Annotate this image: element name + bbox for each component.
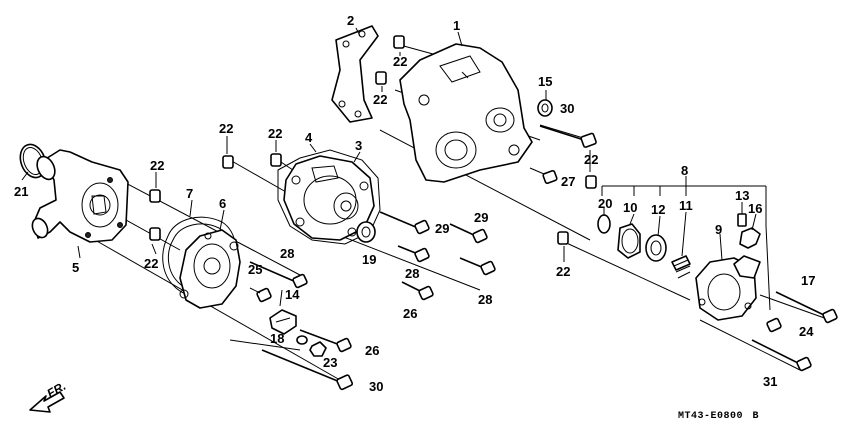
callout-3: 3	[355, 138, 362, 153]
bolt-29-b	[449, 223, 488, 244]
callout-22-e: 22	[150, 158, 164, 173]
group-bracket-8	[601, 176, 771, 311]
callout-29-a: 29	[474, 210, 488, 225]
bolt-28-left	[249, 261, 308, 289]
grommet-15	[537, 99, 553, 117]
callout-22-b: 22	[373, 92, 387, 107]
diagram-code-main: MT43-E0800	[678, 411, 743, 422]
washer-18	[296, 335, 308, 345]
front-label: FR.	[45, 379, 69, 401]
dowel-pin-22-g	[585, 175, 597, 189]
callout-22-a: 22	[393, 54, 407, 69]
callout-28-b: 28	[405, 266, 419, 281]
callout-11: 11	[679, 198, 693, 213]
bolt-27	[529, 167, 558, 184]
dowel-pin-22-a	[149, 189, 161, 203]
dowel-pin-22-b	[149, 227, 161, 241]
dowel-pin-22-c	[222, 155, 234, 169]
callout-22-c: 22	[219, 121, 233, 136]
water-pump-body-3	[283, 155, 375, 241]
callout-26-a: 26	[365, 343, 379, 358]
callout-18: 18	[270, 331, 284, 346]
bolt-30-lower	[261, 349, 354, 391]
callout-19: 19	[362, 252, 376, 267]
bolt-28-mid	[397, 245, 430, 263]
callout-9: 9	[715, 222, 722, 237]
bolt-30-upper	[539, 125, 597, 148]
callout-13: 13	[735, 188, 749, 203]
callout-26-b: 26	[403, 306, 417, 321]
bracket-14	[269, 309, 297, 335]
callout-28-a: 28	[280, 246, 294, 261]
callout-22-d: 22	[268, 126, 282, 141]
dowel-pin-22-d	[270, 153, 282, 167]
callout-16: 16	[748, 201, 762, 216]
seal-12	[645, 234, 667, 262]
callout-22-f: 22	[144, 256, 158, 271]
callout-25: 25	[248, 262, 262, 277]
callout-20: 20	[598, 196, 612, 211]
bolt-28-right	[459, 257, 496, 276]
callout-29-b: 29	[435, 221, 449, 236]
callout-10: 10	[623, 200, 637, 215]
main-housing-1	[399, 43, 533, 183]
dowel-pin-22-f	[375, 71, 387, 85]
callout-4: 4	[305, 130, 313, 145]
callout-28-c: 28	[478, 292, 492, 307]
gasket-4	[277, 149, 381, 245]
callout-15: 15	[538, 74, 552, 89]
nut-23	[309, 341, 327, 357]
callout-21: 21	[14, 184, 28, 199]
leader-lines	[21, 27, 757, 307]
callout-22-h: 22	[556, 264, 570, 279]
pump-cover-6	[179, 229, 241, 309]
callout-14: 14	[285, 287, 300, 302]
gasket-plate-2	[331, 25, 379, 123]
callout-12: 12	[651, 202, 665, 217]
water-outlet-housing-5	[31, 149, 129, 243]
front-arrow-icon	[29, 391, 65, 413]
callout-22-g: 22	[584, 152, 598, 167]
seal-19	[356, 221, 376, 243]
callout-23: 23	[323, 355, 337, 370]
callout-1: 1	[453, 18, 460, 33]
front-direction-indicator: FR.	[29, 379, 69, 413]
bolt-26-mid	[401, 281, 434, 301]
dowel-pin-22-h	[557, 231, 569, 245]
callout-5: 5	[72, 260, 79, 275]
callout-6: 6	[219, 196, 226, 211]
housing-9	[695, 255, 761, 321]
bolt-17	[775, 291, 838, 324]
callout-30-b: 30	[369, 379, 383, 394]
callout-24: 24	[799, 324, 814, 339]
bolt-25	[249, 287, 272, 303]
callout-7: 7	[186, 186, 193, 201]
callout-8: 8	[681, 163, 688, 178]
callout-17: 17	[801, 273, 815, 288]
bolt-24	[766, 317, 782, 333]
callout-labels: 1 2 3 4 5 6 7 8 9 10 11 12 13 14 15 16 1…	[14, 13, 815, 394]
bearing-10	[617, 223, 641, 259]
callout-31: 31	[763, 374, 777, 389]
callout-30-a: 30	[560, 101, 574, 116]
bolt-31	[751, 339, 812, 372]
diagram-code: MT43-E0800 B	[678, 411, 759, 422]
fitting-13-16	[737, 213, 761, 249]
seal-20	[597, 214, 611, 234]
callout-2: 2	[347, 13, 354, 28]
callout-27: 27	[561, 174, 575, 189]
bolt-29-a	[379, 211, 430, 235]
diagram-code-block: MT43-E0800 B	[678, 411, 759, 422]
spring-11	[671, 255, 691, 279]
diagram-code-revision: B	[753, 411, 760, 422]
dowel-pin-22-e	[393, 35, 405, 49]
bolt-26-lower	[299, 329, 352, 353]
